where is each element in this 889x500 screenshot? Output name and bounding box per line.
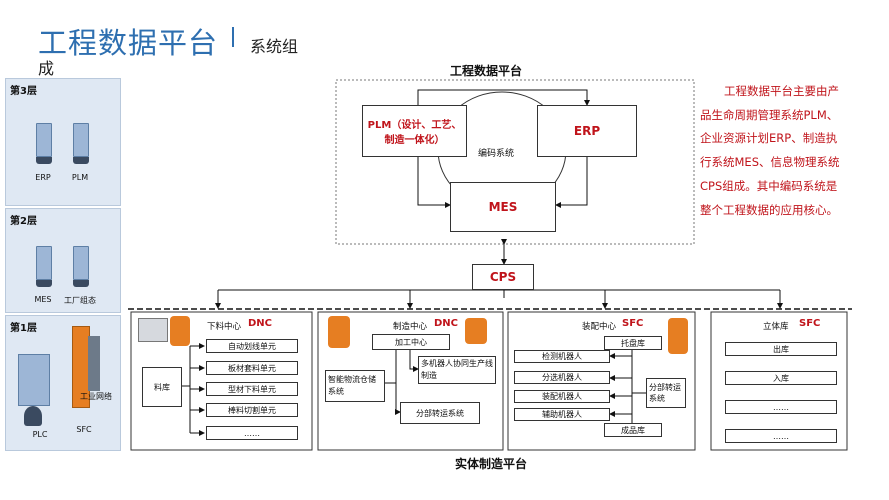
layer-1-panel: 第1层 PLC SFC 工业网络: [5, 315, 121, 451]
layer-3-label: 第3层: [10, 86, 37, 97]
assembly-transfer-box: 分部转运系统: [646, 378, 686, 408]
network-cabinet-icon: [88, 336, 100, 391]
description-note: 工程数据平台主要由产品生命周期管理系统PLM、企业资源计划ERP、制造执行系统M…: [700, 84, 840, 217]
unit-box: ……: [206, 426, 298, 440]
layer-1-item-plc: PLC: [32, 430, 48, 439]
layer-3-panel: 第3层 ERP PLM: [5, 78, 121, 206]
robot-icon: [668, 318, 688, 354]
server-icon: [73, 123, 89, 164]
robot-icon: [328, 316, 350, 348]
robot-icon: [465, 318, 487, 344]
robot-box: 检测机器人: [514, 350, 610, 363]
layer-1-item-network: 工业网络: [80, 392, 112, 401]
assembly-center-tag: SFC: [622, 318, 644, 329]
manufacturing-center-name: 制造中心: [393, 322, 428, 332]
robot-box: 分选机器人: [514, 371, 610, 384]
unit-box: 棒料切割单元: [206, 403, 298, 417]
physical-platform-title: 实体制造平台: [455, 457, 528, 471]
title-divider: [232, 27, 234, 47]
layer-3-item-erp: ERP: [35, 173, 51, 182]
stereo-item-box: 出库: [725, 342, 837, 356]
machining-center-box: 加工中心: [372, 334, 450, 350]
cnc-machine-icon: [138, 318, 168, 342]
erp-label: ERP: [573, 124, 601, 138]
coding-system-label: 编码系统: [478, 149, 515, 159]
page-subtitle-wrap: 成: [38, 59, 55, 78]
layer-2-item-mes: MES: [34, 295, 52, 304]
stereo-item-box: ……: [725, 400, 837, 414]
tray-storage-box: 托盘库: [604, 336, 662, 350]
page-title: 工程数据平台: [38, 26, 219, 60]
layer-2-label: 第2层: [10, 216, 37, 227]
erp-node: ERP: [537, 105, 637, 157]
stereo-item-box: ……: [725, 429, 837, 443]
unit-box: 型材下料单元: [206, 382, 298, 396]
unit-box: 自动划线单元: [206, 339, 298, 353]
robot-box: 辅助机器人: [514, 408, 610, 421]
blanking-center-name: 下料中心: [207, 322, 242, 332]
assembly-center-name: 装配中心: [582, 322, 617, 332]
plm-label: PLM（设计、工艺、制造一体化）: [367, 120, 462, 146]
warehouse-box: 料库: [142, 367, 182, 407]
transfer-system-box: 分部转运系统: [400, 402, 480, 424]
cps-node: CPS: [472, 264, 534, 290]
layer-2-item-factory-config: 工厂组态: [64, 296, 96, 305]
smart-storage-box: 智能物流仓储系统: [325, 370, 385, 402]
layer-2-panel: 第2层 MES 工厂组态: [5, 208, 121, 313]
stereo-warehouse-name: 立体库: [763, 322, 789, 332]
mes-label: MES: [488, 200, 518, 214]
server-icon: [73, 246, 89, 287]
stereo-item-box: 入库: [725, 371, 837, 385]
server-icon: [36, 246, 52, 287]
server-icon: [36, 123, 52, 164]
finished-goods-box: 成品库: [604, 423, 662, 437]
stereo-warehouse-tag: SFC: [799, 318, 821, 329]
blanking-center-tag: DNC: [248, 318, 273, 329]
unit-box: 板材套料单元: [206, 361, 298, 375]
page-subtitle: 系统组: [250, 37, 299, 56]
layer-1-label: 第1层: [10, 323, 37, 334]
plm-node: PLM（设计、工艺、制造一体化）: [362, 105, 467, 157]
manufacturing-center-tag: DNC: [434, 318, 459, 329]
platform-title: 工程数据平台: [450, 64, 523, 78]
robot-box: 装配机器人: [514, 390, 610, 403]
layer-3-item-plm: PLM: [71, 173, 89, 182]
mes-node: MES: [450, 182, 556, 232]
multi-robot-line-box: 多机器人协同生产线制造: [418, 356, 496, 384]
cps-label: CPS: [489, 270, 517, 284]
robot-icon: [170, 316, 190, 346]
layer-1-item-sfc: SFC: [76, 425, 92, 434]
plc-cabinet-icon: [18, 354, 50, 426]
